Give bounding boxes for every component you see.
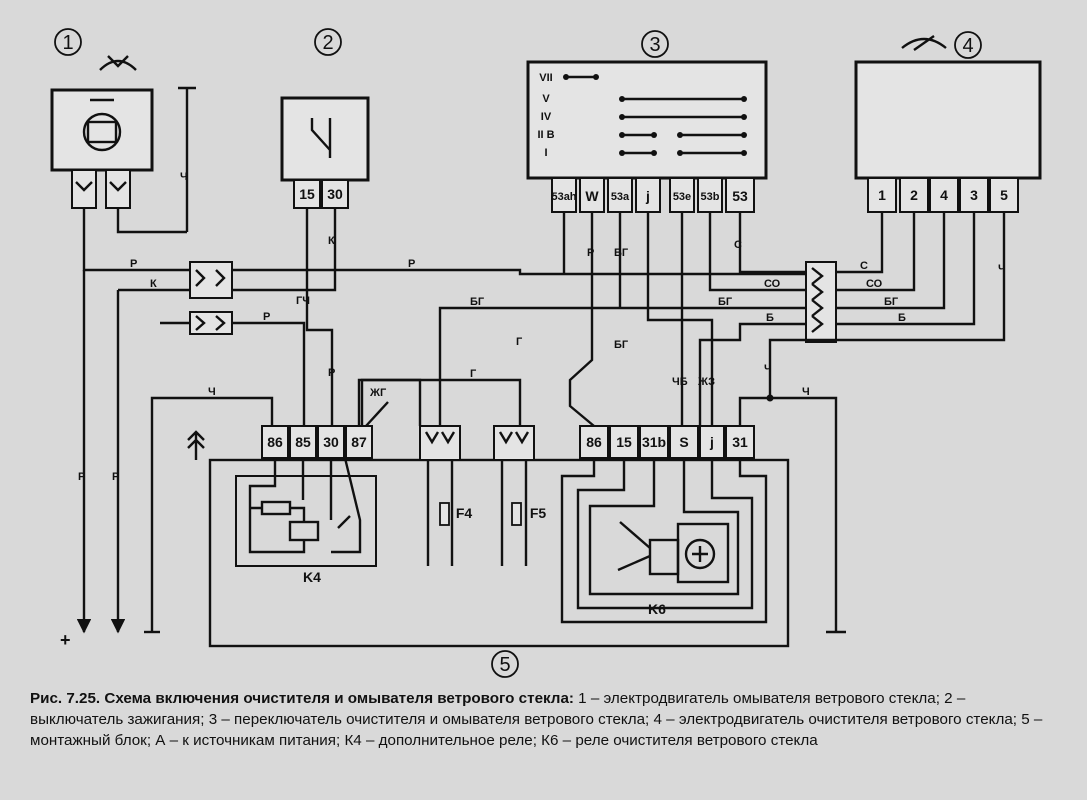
- wiper-symbol-icon: [901, 35, 947, 51]
- wires: [76, 208, 1006, 634]
- c4-pin-1: 1: [878, 187, 886, 203]
- wire-label-s-2: С: [860, 260, 868, 272]
- wiring-diagram: 1 2 3 4 5 Ч 15 30 V: [50, 28, 1042, 678]
- c4-pin-2: 2: [910, 187, 918, 203]
- washer-spray-icon: [99, 55, 137, 71]
- wire-label-g-1: Г: [470, 368, 477, 380]
- wire-label-bg-2: БГ: [614, 247, 629, 259]
- f4-label: F4: [456, 505, 473, 521]
- plus-sign: +: [60, 630, 71, 650]
- wire-label-bg-4: БГ: [718, 296, 733, 308]
- component-number-5: 5: [491, 650, 519, 678]
- c3-pin-53ah: 53ah: [551, 191, 576, 203]
- wire-label-gch: ГЧ: [296, 295, 310, 307]
- pos-IV: IV: [541, 111, 552, 123]
- c4-pin-3: 3: [970, 187, 978, 203]
- caption-title: Рис. 7.25. Схема включения очистителя и …: [30, 690, 574, 707]
- c2-pin-15: 15: [299, 186, 315, 202]
- relay-k4: 86 85 30 87 K4: [235, 425, 377, 585]
- c3-pin-53b: 53b: [701, 191, 720, 203]
- connector-left-bottom: [189, 311, 233, 335]
- connector-right: [805, 261, 837, 343]
- k4-pin-85: 85: [295, 434, 311, 450]
- figure-caption: Рис. 7.25. Схема включения очистителя и …: [30, 688, 1060, 751]
- relay-k6: 86 15 31b S j 31 K6: [560, 425, 768, 624]
- wire-label-ch-5: Ч: [802, 386, 810, 398]
- wire-label-so-2: СО: [866, 278, 883, 290]
- wire-label-p-7: Р: [587, 247, 594, 259]
- wire-label-ch-2: Ч: [208, 386, 216, 398]
- wire-label-bg-5: БГ: [884, 296, 899, 308]
- wire-label-g-2: Г: [516, 336, 523, 348]
- wire-label-chb: ЧБ: [672, 376, 688, 388]
- component-number-2: 2: [314, 28, 342, 56]
- k6-pin-S: S: [679, 434, 688, 450]
- fuse-f5: F5: [493, 425, 547, 566]
- wiper-motor: 1 2 4 3 5: [854, 35, 1042, 213]
- k4-pin-87: 87: [351, 434, 367, 450]
- source-symbol-icon: [187, 430, 205, 460]
- c3-pin-53: 53: [732, 188, 748, 204]
- c4-pin-4: 4: [940, 187, 948, 203]
- wire-label-k-2: К: [328, 235, 335, 247]
- pos-V: V: [542, 93, 550, 105]
- k6-label: K6: [648, 601, 666, 617]
- c3-pin-53e: 53e: [673, 191, 691, 203]
- ignition-switch: 15 30: [280, 96, 370, 209]
- k4-pin-86: 86: [267, 434, 283, 450]
- wire-label-p-5: Р: [78, 471, 85, 483]
- pos-I: I: [544, 147, 547, 159]
- caption-text: 1 – электродвигатель омывателя ветрового…: [30, 690, 1043, 749]
- k6-pin-31: 31: [732, 434, 748, 450]
- k6-pin-j: j: [709, 434, 714, 450]
- number-3: 3: [649, 34, 660, 56]
- number-1: 1: [62, 32, 73, 54]
- number-2: 2: [322, 32, 333, 54]
- k6-pin-15: 15: [616, 434, 632, 450]
- wire-label-k-1: К: [150, 278, 157, 290]
- wire-label-bg-1: БГ: [470, 296, 485, 308]
- c3-pin-j: j: [645, 188, 650, 204]
- wire-label-p-1: Р: [130, 258, 137, 270]
- component-number-4: 4: [954, 31, 982, 59]
- wiper-switch: VII V IV II B I 53ah W 53a j 53e 53b 53: [526, 60, 768, 213]
- k4-pin-30: 30: [323, 434, 339, 450]
- wire-label-p-4: Р: [328, 367, 335, 379]
- c4-pin-5: 5: [1000, 187, 1008, 203]
- wire-label-ch-c1: Ч: [180, 171, 188, 183]
- component-number-1: 1: [54, 28, 82, 56]
- wire-label-p-6: Р: [112, 471, 119, 483]
- pos-IIB: II B: [537, 129, 554, 141]
- washer-motor: Ч: [50, 55, 196, 232]
- c3-pin-W: W: [585, 188, 599, 204]
- k4-label: K4: [303, 569, 321, 585]
- wire-label-so-1: СО: [764, 278, 781, 290]
- fuse-f4: F4: [419, 425, 473, 566]
- k6-pin-86: 86: [586, 434, 602, 450]
- wire-label-s-1: С: [734, 239, 742, 251]
- f5-label: F5: [530, 505, 547, 521]
- wire-label-zhg: ЖГ: [369, 387, 387, 399]
- c3-pin-53a: 53a: [611, 191, 630, 203]
- wire-label-p-3: Р: [263, 311, 270, 323]
- wire-label-bg-3: БГ: [614, 339, 629, 351]
- component-number-3: 3: [641, 30, 669, 58]
- number-5: 5: [499, 654, 510, 676]
- wire-label-ch-4: Ч: [764, 363, 772, 375]
- pos-VII: VII: [539, 72, 552, 84]
- connector-left-top: [189, 261, 233, 299]
- wire-label-b-1: Б: [766, 312, 774, 324]
- wire-label-ch-3: Ч: [998, 263, 1006, 275]
- number-4: 4: [962, 35, 973, 57]
- k6-pin-31b: 31b: [642, 434, 666, 450]
- wire-label-zhz: ЖЗ: [697, 376, 715, 388]
- wire-label-b-2: Б: [898, 312, 906, 324]
- c2-pin-30: 30: [327, 186, 343, 202]
- wire-label-p-2: Р: [408, 258, 415, 270]
